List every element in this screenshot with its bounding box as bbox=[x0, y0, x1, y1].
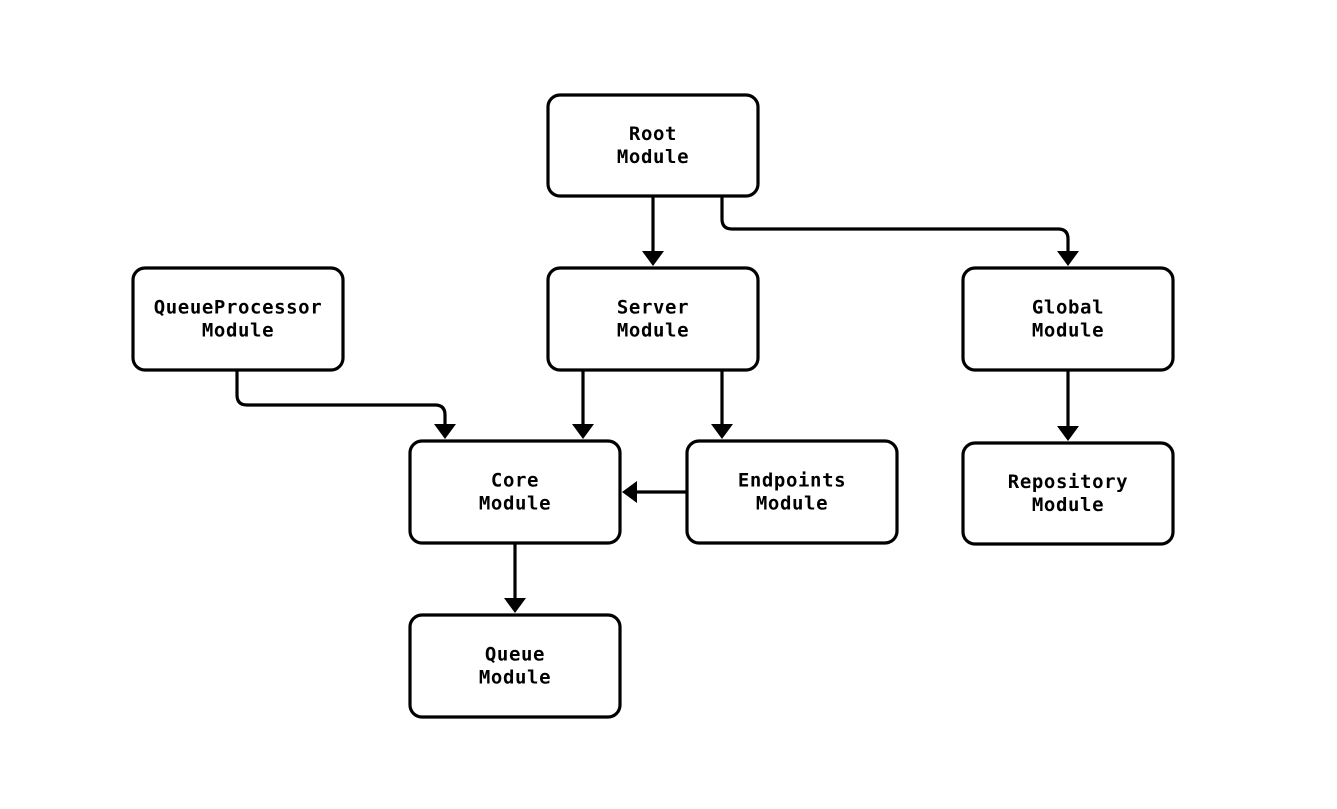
node-label-line1: QueueProcessor bbox=[154, 297, 323, 319]
node-box[interactable] bbox=[131, 266, 345, 372]
edge-root-to-server bbox=[642, 196, 664, 266]
node-box[interactable] bbox=[546, 93, 760, 198]
node-label-line2: Module bbox=[479, 667, 551, 689]
edge-line bbox=[235, 370, 447, 425]
node-label-line2: Module bbox=[617, 320, 689, 342]
edge-layer bbox=[235, 196, 1079, 613]
edge-global-to-repository bbox=[1057, 370, 1079, 441]
arrowhead-icon bbox=[622, 481, 637, 503]
arrowhead-icon bbox=[1057, 251, 1079, 266]
arrowhead-icon bbox=[572, 424, 594, 439]
node-box[interactable] bbox=[961, 266, 1175, 372]
node-box[interactable] bbox=[961, 441, 1175, 546]
node-box[interactable] bbox=[408, 613, 622, 719]
node-label-line1: Core bbox=[491, 470, 539, 492]
node-box[interactable] bbox=[546, 266, 760, 372]
arrowhead-icon bbox=[434, 424, 456, 439]
edge-core-to-queue bbox=[504, 543, 526, 613]
arrowhead-icon bbox=[642, 251, 664, 266]
node-label-line1: Server bbox=[617, 297, 689, 319]
edge-root-to-global bbox=[720, 196, 1079, 266]
edge-server-to-endpoints bbox=[711, 370, 733, 439]
arrowhead-icon bbox=[1057, 426, 1079, 441]
node-label-line1: Endpoints bbox=[738, 470, 846, 492]
node-box[interactable] bbox=[408, 439, 622, 545]
edge-queueprocessor-to-core bbox=[235, 370, 456, 439]
node-label-line2: Module bbox=[202, 320, 274, 342]
node-box[interactable] bbox=[685, 439, 899, 545]
node-label-line1: Global bbox=[1032, 297, 1104, 319]
arrowhead-icon bbox=[504, 598, 526, 613]
arrowhead-icon bbox=[711, 424, 733, 439]
node-label-line1: Repository bbox=[1008, 471, 1128, 493]
edge-server-to-core bbox=[572, 370, 594, 439]
node-label-line2: Module bbox=[1032, 320, 1104, 342]
node-label-line1: Queue bbox=[485, 644, 545, 666]
node-layer: RootModuleQueueProcessorModuleServerModu… bbox=[131, 93, 1175, 719]
node-label-line2: Module bbox=[1032, 494, 1104, 516]
node-label-line2: Module bbox=[756, 493, 828, 515]
node-label-line1: Root bbox=[629, 123, 677, 145]
node-label-line2: Module bbox=[617, 146, 689, 168]
edge-endpoints-to-core bbox=[622, 481, 687, 503]
node-label-line2: Module bbox=[479, 493, 551, 515]
edge-line bbox=[720, 196, 1070, 252]
